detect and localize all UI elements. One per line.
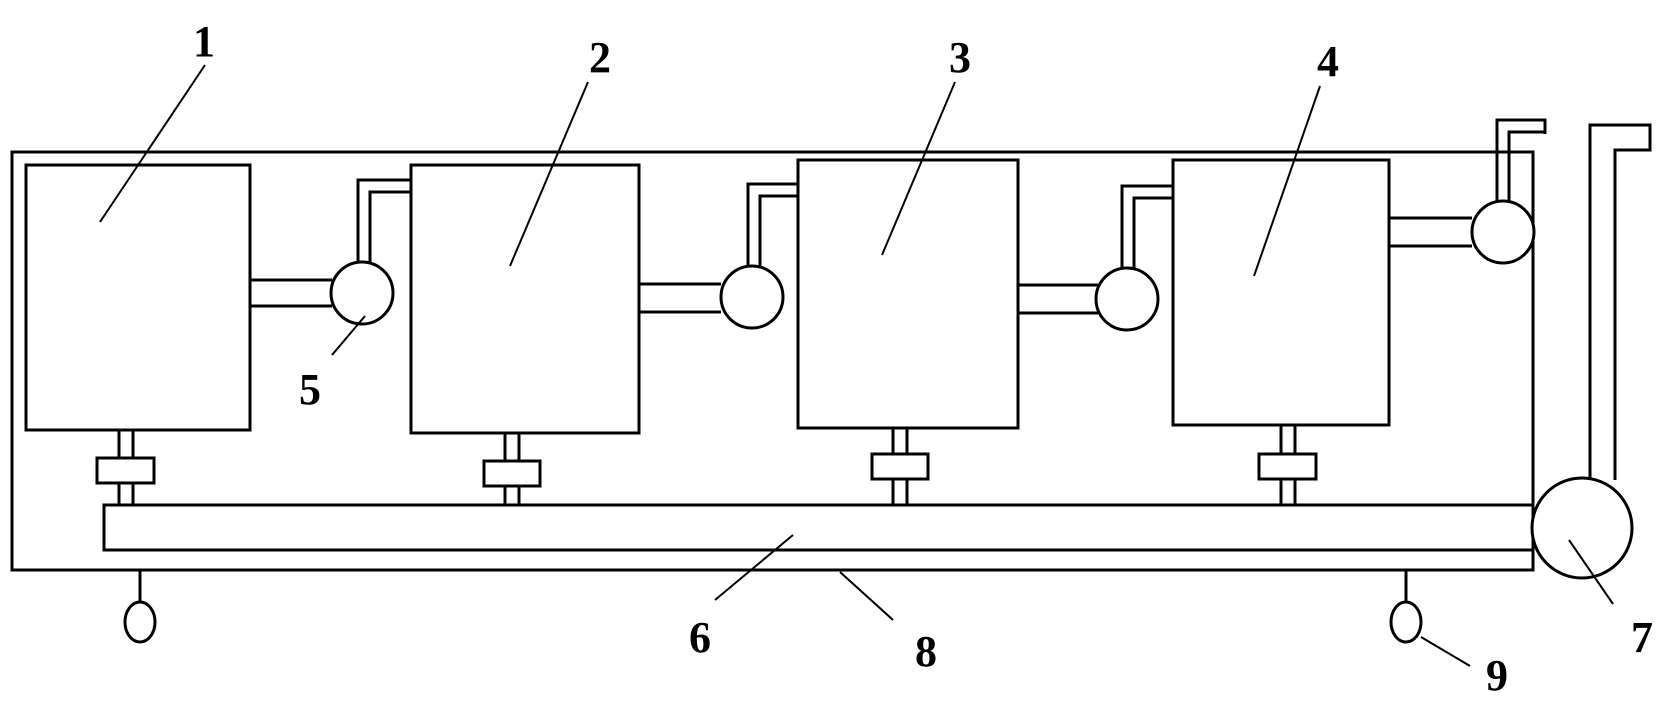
tank-1 — [24, 163, 252, 432]
outer-frame — [10, 150, 1535, 572]
drain-valve-1 — [95, 430, 156, 505]
drain-valve-3 — [870, 428, 930, 505]
caster-left — [123, 570, 157, 644]
pump-b — [719, 264, 785, 330]
manifold-pipe — [102, 503, 1535, 552]
leader-lines — [99, 64, 1614, 667]
tank-2 — [409, 163, 641, 435]
drain-valve-4 — [1257, 425, 1318, 505]
label-1: 1 — [193, 17, 215, 66]
label-3: 3 — [949, 33, 971, 82]
label-8: 8 — [915, 627, 937, 676]
caster-right — [1389, 570, 1423, 644]
drain-valve-2 — [482, 433, 542, 505]
label-4: 4 — [1317, 37, 1339, 86]
pump-risers — [356, 118, 1547, 268]
label-7: 7 — [1631, 613, 1653, 662]
label-5: 5 — [299, 365, 321, 414]
main-pump-riser — [1588, 123, 1652, 480]
label-6: 6 — [689, 613, 711, 662]
label-9: 9 — [1486, 651, 1508, 700]
tank-3 — [796, 158, 1020, 430]
main-pump-7 — [1530, 476, 1634, 580]
pump-c — [1094, 266, 1160, 332]
pump-5 — [329, 260, 395, 326]
connector-pipes — [250, 216, 1472, 315]
pump-d — [1470, 199, 1536, 265]
label-2: 2 — [589, 33, 611, 82]
